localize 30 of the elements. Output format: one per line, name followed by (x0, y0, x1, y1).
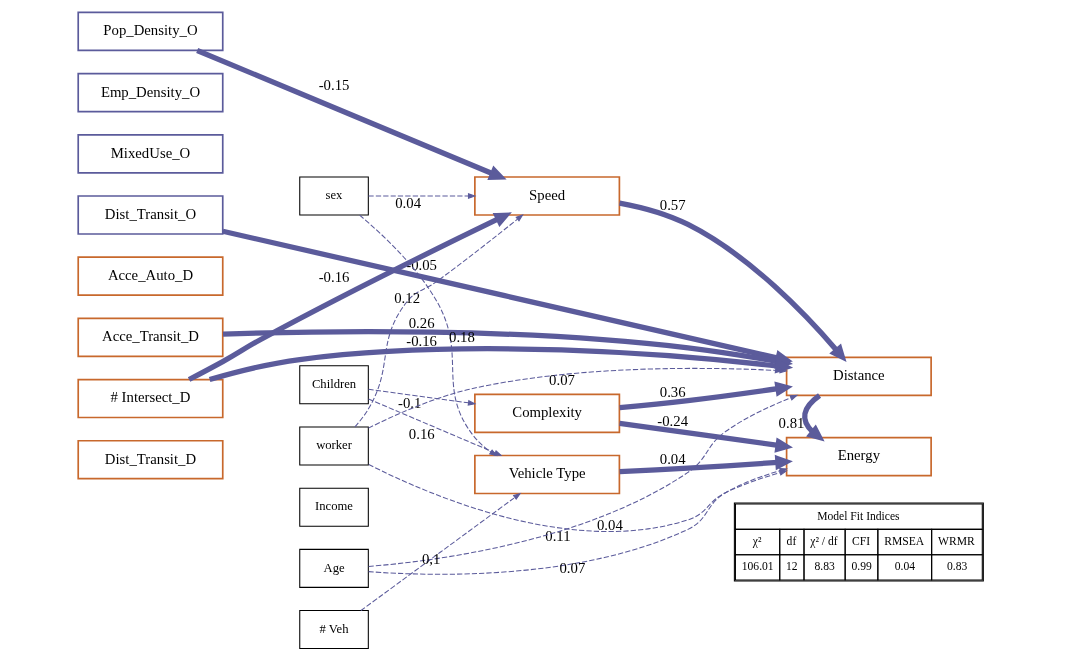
edge-label: 0.04 (596, 517, 623, 534)
edge-label: 0.04 (395, 194, 422, 211)
label: χ² (752, 534, 762, 548)
label: 106.01 (741, 560, 774, 574)
label: df (786, 534, 797, 548)
label: 8.83 (814, 560, 835, 574)
edge-label: 0.07 (549, 372, 575, 389)
edge-label: 0.04 (659, 451, 686, 468)
label: WRMR (937, 534, 975, 548)
edge-label: -0.16 (406, 333, 437, 350)
edge-label: 0.81 (778, 414, 805, 431)
edge-label: 0.16 (408, 426, 435, 443)
label: 0.99 (851, 560, 872, 574)
edge-label: 0.12 (394, 289, 421, 306)
edge-label: -0.1 (398, 395, 422, 412)
edge-label: -0.16 (318, 268, 350, 285)
edge-label: 0.36 (659, 383, 686, 400)
edge-label: 0.07 (559, 560, 586, 577)
edge-label: -0.15 (318, 76, 350, 93)
label: χ² / df (810, 534, 838, 548)
label: 0.04 (894, 560, 916, 574)
edge-label: 0.57 (659, 196, 686, 213)
label: RMSEA (884, 534, 925, 548)
label: 12 (786, 560, 798, 574)
edge-label: 0.11 (545, 528, 571, 545)
edge-label: -0.24 (657, 413, 689, 430)
edge-label: 0.26 (408, 315, 435, 332)
label: CFI (852, 534, 871, 548)
label: Model Fit Indices (817, 509, 900, 523)
label: 0.83 (946, 560, 968, 574)
